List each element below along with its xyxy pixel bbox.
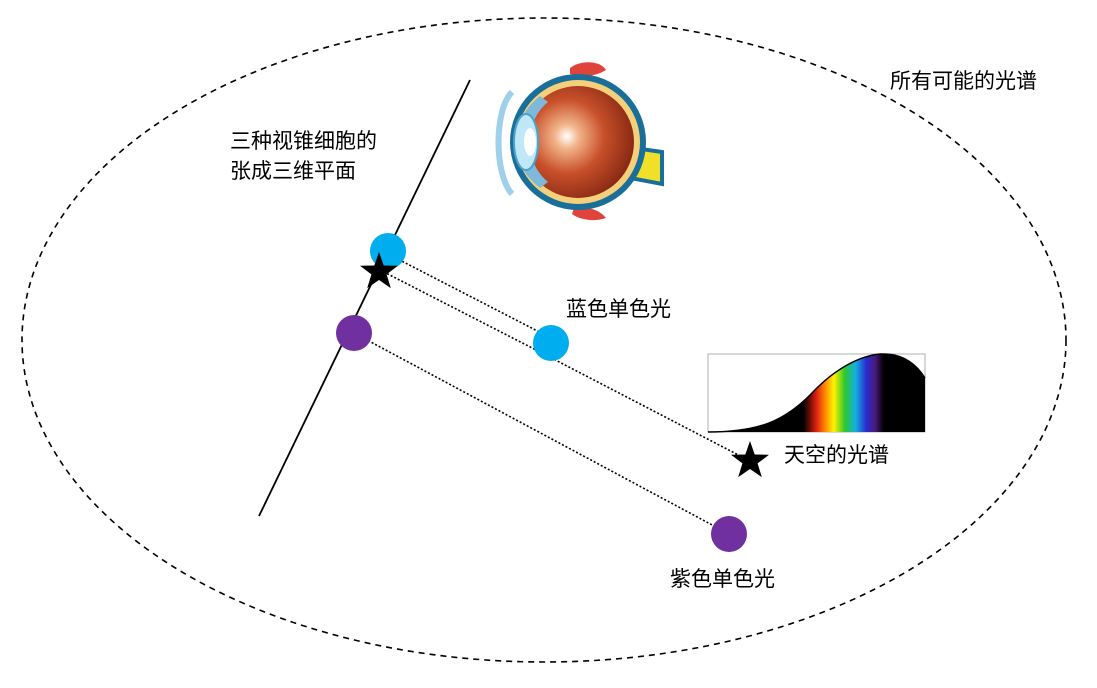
blue-projection-line-upper — [387, 253, 552, 339]
eye-icon — [495, 62, 664, 221]
sky-spectrum-graphic — [707, 353, 926, 433]
sky-star-icon — [731, 441, 769, 478]
cone-plane-label-line2: 张成三维平面 — [230, 159, 356, 183]
cone-plane-label: 三种视锥细胞的 张成三维平面 — [230, 126, 377, 186]
blue-projection-line-lower — [379, 269, 541, 353]
star-icon — [360, 252, 398, 289]
violet-mono-label: 紫色单色光 — [670, 567, 775, 591]
cone-plane-label-line1: 三种视锥细胞的 — [230, 129, 377, 153]
violet-monochromatic-point — [711, 516, 747, 552]
cone-plane-line — [258, 79, 471, 517]
sky-spectrum-label: 天空的光谱 — [784, 443, 889, 467]
all-spectra-boundary — [21, 17, 1067, 663]
violet-projection-line — [353, 332, 730, 535]
all-spectra-label: 所有可能的光谱 — [890, 69, 1037, 93]
violet-point-on-plane — [336, 315, 372, 351]
sky-projection-line — [539, 351, 749, 461]
blue-mono-label: 蓝色单色光 — [566, 297, 671, 321]
blue-monochromatic-point — [533, 325, 569, 361]
